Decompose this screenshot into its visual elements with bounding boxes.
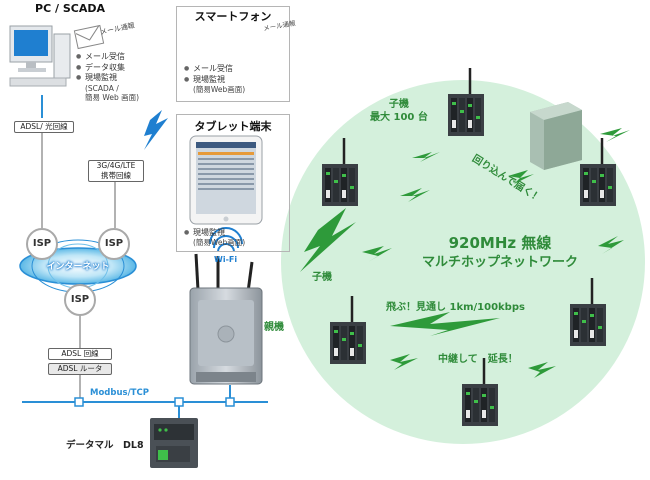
network-title: 920MHz 無線 マルチホップネットワーク — [400, 233, 600, 273]
internet-label: インターネット — [46, 262, 110, 272]
pc-sub-2: 簡易 Web 画面) — [85, 93, 140, 102]
tablet-feature: 現場監視 — [184, 228, 225, 239]
bolt-2 — [508, 170, 534, 184]
pc-feature: メール受信 — [76, 52, 125, 63]
pc-title: PC / SCADA — [35, 2, 105, 15]
tablet-panel — [176, 114, 290, 252]
child-label: 子機 — [312, 272, 332, 283]
child-max-line2: 最大 100 台 — [370, 112, 428, 123]
smartphone-feature: メール受信 — [184, 64, 233, 75]
mobile-bolt — [144, 110, 168, 150]
network-title-line2: マルチホップネットワーク — [421, 255, 578, 270]
modbus-label: Modbus/TCP — [90, 388, 149, 398]
adsl-fiber-label: ADSL/ 光回線 — [14, 121, 74, 133]
tablet-feature-list: 現場監視 — [184, 228, 225, 239]
pc-icon — [9, 25, 71, 87]
isp-left: ISP — [26, 228, 58, 260]
tablet-sub: (簡易Web画面) — [193, 238, 246, 247]
smartphone-title: スマートフォン — [194, 10, 272, 23]
child-max-label: 子機 最大 100 台 — [370, 98, 428, 124]
fly-label: 飛ぶ！見通し 1km/100kbps — [386, 302, 525, 313]
isp-bottom: ISP — [64, 284, 96, 316]
base-unit — [189, 253, 263, 385]
network-title-line1: 920MHz 無線 — [448, 234, 552, 252]
building-icon — [530, 102, 582, 170]
datamaru-label: データマル DL8 — [66, 440, 144, 451]
adsl-router-label: ADSL ルータ — [48, 363, 112, 375]
mail-icon-pc — [73, 24, 105, 50]
parent-unit-label: 親機 — [264, 322, 284, 333]
wifi-label: Wi-Fi — [214, 255, 238, 264]
bolt-4 — [600, 128, 630, 142]
bolt-fly — [390, 312, 500, 336]
mobile-line-1: 3G/4G/LTE — [96, 161, 136, 170]
mobile-line-2: 携帯回線 — [101, 171, 131, 180]
smartphone-sub: (簡易Web画面) — [193, 85, 246, 94]
datamaru-device — [150, 418, 198, 468]
smartphone-panel — [176, 6, 290, 102]
bolt-7 — [390, 354, 418, 370]
tablet-icon — [189, 135, 263, 225]
bolt-8 — [528, 362, 556, 378]
bolt-main — [300, 208, 356, 272]
bolt-1 — [412, 152, 440, 162]
adsl-line-label: ADSL 回線 — [48, 348, 112, 360]
isp-right: ISP — [98, 228, 130, 260]
pc-feature: データ収集 — [76, 63, 125, 74]
smartphone-feature: 現場監視 — [184, 75, 233, 86]
bolt-3 — [400, 188, 430, 202]
mobile-line-label: 3G/4G/LTE 携帯回線 — [88, 160, 144, 182]
pc-feature-list: メール受信 データ収集 現場監視 — [76, 52, 125, 84]
child-max-line1: 子機 — [388, 99, 409, 110]
bolt-6 — [362, 246, 392, 262]
wireless-area-circle — [281, 80, 645, 444]
node-top — [446, 66, 486, 138]
relay-label: 中継して 延長！ — [438, 354, 518, 365]
pc-sub-1: (SCADA / — [85, 84, 119, 93]
smartphone-feature-list: メール受信 現場監視 — [184, 64, 233, 85]
pc-feature: 現場監視 — [76, 73, 125, 84]
tablet-title: タブレット端末 — [194, 120, 272, 133]
bolt-5 — [598, 236, 624, 254]
